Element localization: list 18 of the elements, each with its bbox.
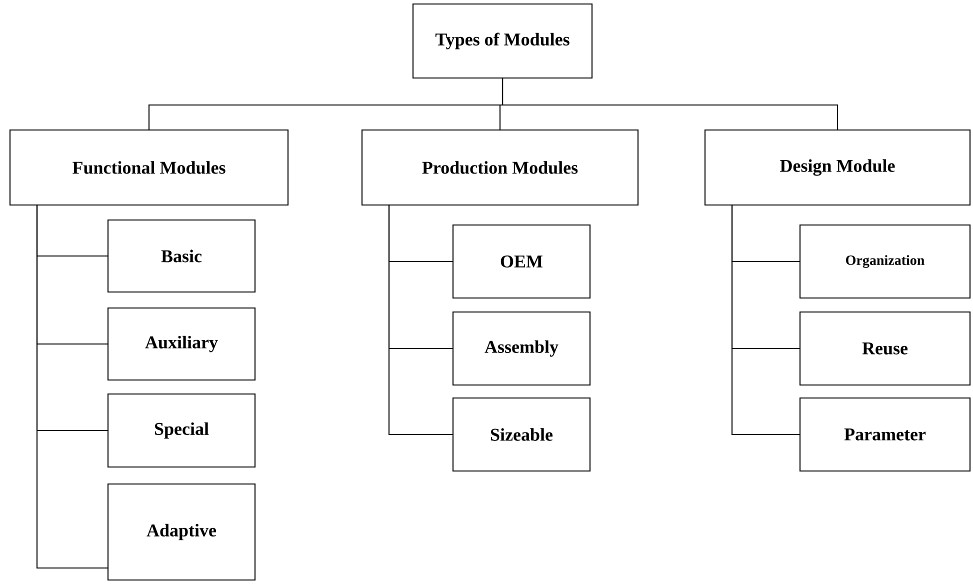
box: Basic [107,219,256,293]
box: OEM [452,224,591,299]
box: Reuse [799,311,971,386]
box: Types of Modules [412,3,593,79]
box: Sizeable [452,397,591,472]
box: Assembly [452,311,591,386]
connector [36,205,108,569]
box: Special [107,393,256,468]
box: Adaptive [107,483,256,581]
box: Organization [799,224,971,299]
box: Production Modules [361,129,639,206]
box: Functional Modules [9,129,289,206]
box: Design Module [704,129,971,206]
box: Parameter [799,397,971,472]
connector [388,205,453,436]
connector [502,78,838,130]
connector [731,205,800,436]
box: Auxiliary [107,307,256,381]
